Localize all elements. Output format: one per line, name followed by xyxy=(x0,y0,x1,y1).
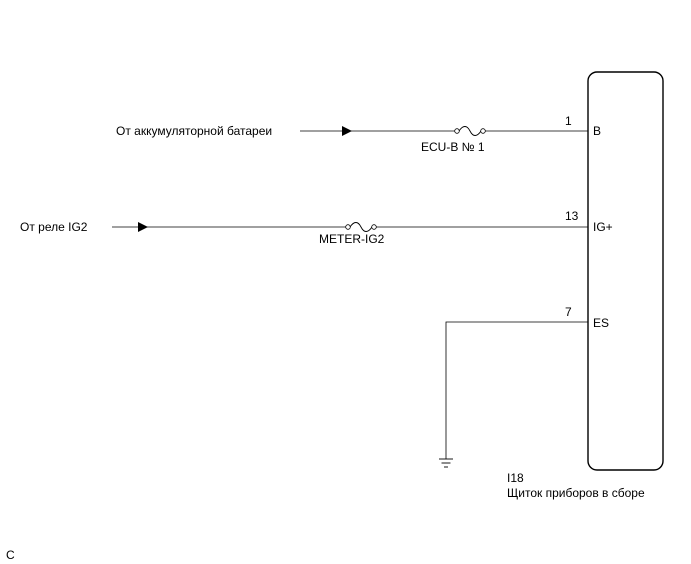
battery-source-label: От аккумуляторной батареи xyxy=(116,124,272,138)
ig2-relay-source-label: От реле IG2 xyxy=(20,220,88,234)
pin-es-name: ES xyxy=(593,316,609,330)
pin-7-number: 7 xyxy=(565,305,572,319)
pin-13-number: 13 xyxy=(565,209,579,223)
pin-1-number: 1 xyxy=(565,114,572,128)
ecu-b-fuse-label: ECU-B № 1 xyxy=(421,140,485,154)
corner-mark: C xyxy=(6,548,15,562)
component-name: Щиток приборов в сборе xyxy=(507,486,645,500)
combination-meter-box xyxy=(587,71,664,471)
ground-icon xyxy=(439,458,453,468)
battery-arrow-icon xyxy=(342,126,352,136)
component-code: I18 xyxy=(507,471,524,485)
ig2-arrow-icon xyxy=(138,222,148,232)
meter-ig2-fuse-icon xyxy=(345,222,377,232)
meter-ig2-fuse-label: METER-IG2 xyxy=(319,232,385,246)
ecu-b-fuse-icon xyxy=(454,126,486,136)
pin-ig-name: IG+ xyxy=(593,220,613,234)
pin-b-name: B xyxy=(593,124,601,138)
ground-wire xyxy=(445,321,588,459)
